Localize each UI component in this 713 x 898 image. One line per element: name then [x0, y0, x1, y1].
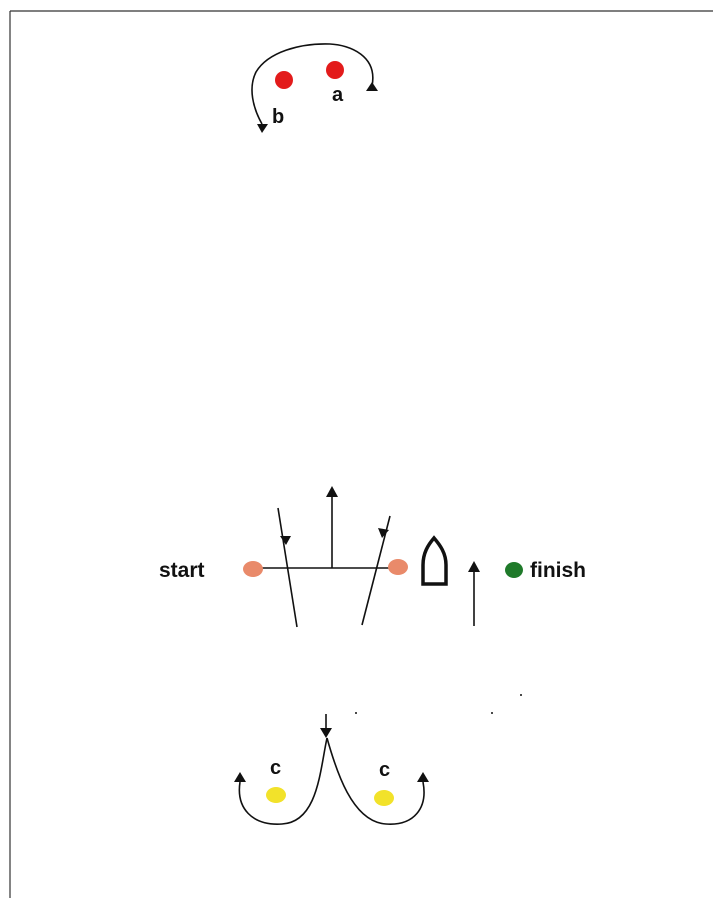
- rounding-arrow-right: [366, 82, 378, 91]
- start-finish-group: start finish: [159, 486, 586, 628]
- rounding-arrow-right-gate: [417, 772, 429, 782]
- approach-arrow-right: [378, 528, 389, 538]
- approach-arrow-left: [280, 536, 291, 545]
- label-mark-b: b: [272, 106, 284, 128]
- rounding-path-left-gate: [238, 737, 328, 825]
- label-start: start: [159, 559, 205, 582]
- rounding-path-top: [251, 43, 374, 125]
- label-mark-c-right: c: [379, 759, 390, 781]
- stray-dot: [355, 712, 357, 714]
- gate-mark-left: [266, 787, 286, 803]
- top-marks-group: a b: [251, 43, 378, 133]
- finish-mark: [505, 562, 523, 578]
- start-boat-end-mark: [388, 559, 408, 575]
- start-pin-mark: [243, 561, 263, 577]
- mark-a: [326, 61, 344, 79]
- stray-dot: [491, 712, 493, 714]
- bottom-gate-group: c c: [234, 694, 522, 825]
- label-finish: finish: [530, 559, 586, 582]
- rounding-arrow-left: [257, 124, 268, 133]
- start-upwind-arrow: [326, 486, 338, 497]
- mark-b: [275, 71, 293, 89]
- stray-dot: [520, 694, 522, 696]
- downwind-arrow: [320, 728, 332, 738]
- label-mark-a: a: [332, 84, 344, 106]
- finish-approach-arrow: [468, 561, 480, 572]
- approach-line-left: [277, 507, 298, 628]
- rounding-path-right-gate: [326, 737, 425, 825]
- gate-mark-right: [374, 790, 394, 806]
- boat-icon: [421, 535, 448, 586]
- rounding-arrow-left-gate: [234, 772, 246, 782]
- label-mark-c-left: c: [270, 757, 281, 779]
